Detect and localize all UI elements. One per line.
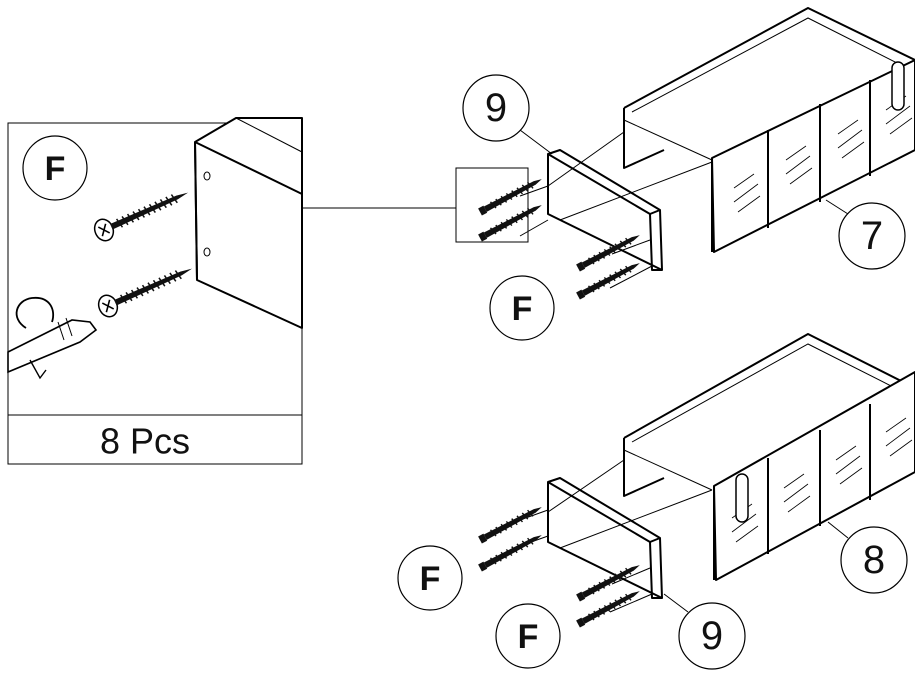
bottom-cabinet-number: 8 xyxy=(863,538,885,582)
detail-part-letter: F xyxy=(45,150,66,188)
top-panel-callout xyxy=(462,74,530,142)
bottom-panel-callout xyxy=(678,602,746,670)
top-guide-lines xyxy=(519,131,713,289)
quantity-label: 8 Pcs xyxy=(100,421,190,462)
bottom-screw-letter-bottom: F xyxy=(518,618,539,656)
bottom-screw-letter-left: F xyxy=(420,560,441,598)
top-cabinet-callout xyxy=(838,202,906,270)
bottom-screw-callout-bottom xyxy=(495,603,561,669)
cabinet-8 xyxy=(623,333,915,581)
detail-screw-lower-icon xyxy=(94,257,198,321)
detail-screw-upper-icon xyxy=(90,181,194,245)
bottom-screw-callout-left xyxy=(397,545,463,611)
top-screw-callout xyxy=(489,275,555,341)
top-panel-number: 9 xyxy=(485,86,507,130)
top-cabinet-number: 7 xyxy=(861,214,883,258)
detail-part-callout xyxy=(22,135,88,201)
top-screw-letter: F xyxy=(512,290,533,328)
detail-inset: F 8 Pcs xyxy=(7,117,303,465)
screwdriver-bit-icon xyxy=(7,297,98,380)
bottom-assembly: F F 9 8 xyxy=(397,333,915,670)
top-assembly: 9 7 F xyxy=(455,7,915,341)
bottom-panel-number: 9 xyxy=(701,614,723,658)
bottom-cabinet-callout xyxy=(840,526,908,594)
screw-highlight-box xyxy=(455,167,529,243)
detail-panel xyxy=(194,117,303,329)
cabinet-7 xyxy=(623,7,915,253)
